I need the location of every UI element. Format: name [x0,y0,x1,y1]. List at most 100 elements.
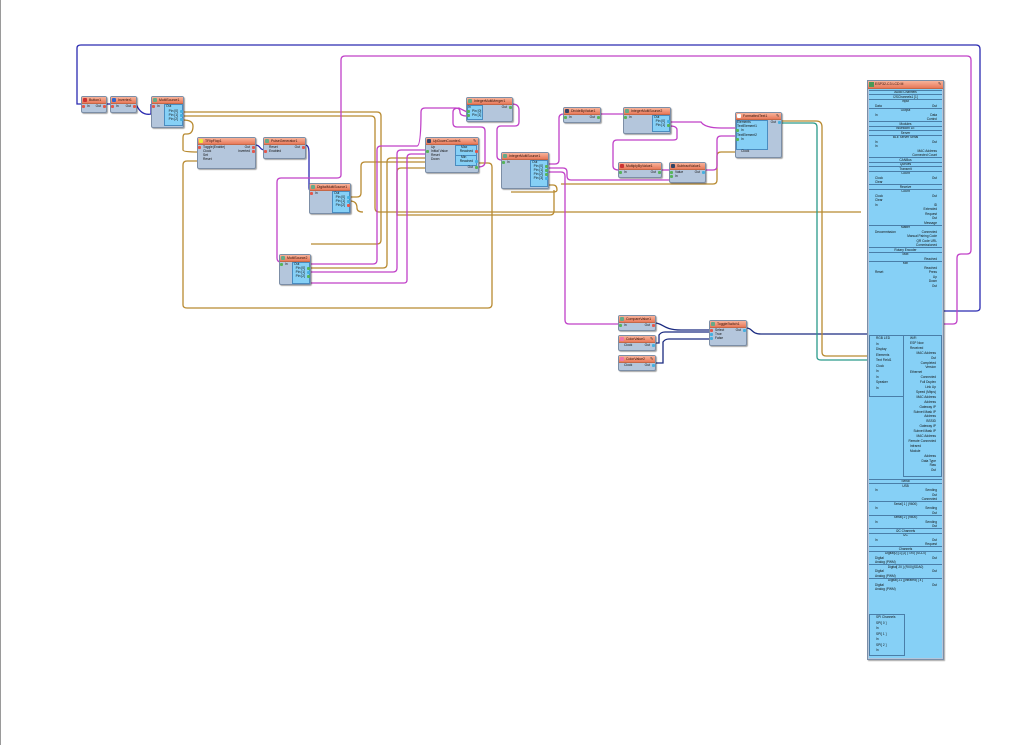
board-module-item[interactable]: Speed (Mbps) [915,389,936,394]
board-module-item[interactable]: Raw [929,463,936,468]
board-module-item[interactable]: Data Type [921,458,936,463]
pin-out-3[interactable]: Pin [3] [534,176,548,180]
compare-value-component[interactable]: CompareValue1 In Out [618,315,656,331]
edit-icon[interactable]: ✎ [650,356,654,361]
board-pin-in[interactable]: Decommission [875,229,896,234]
board-pin-in[interactable]: Analog (PWM) [875,587,896,591]
board-module-item[interactable]: WiFi [910,336,917,340]
pin-reset[interactable]: Reset [264,145,278,149]
pin-in[interactable]: In [280,262,288,266]
board-module-item[interactable]: Infrared [910,443,921,448]
board-module-item[interactable]: Subnet Mask IP [913,429,936,434]
wire-compare-toggle[interactable] [654,322,710,331]
pin-in[interactable]: In [619,170,627,174]
board-pin-out[interactable]: Manual Pairing Code [907,234,937,238]
board-pin-in[interactable]: In [875,506,878,510]
pin-out[interactable]: Out [645,363,655,367]
board-module-item[interactable]: RGB LED [876,336,890,340]
pin-select[interactable]: Select [710,328,724,332]
board-pin-out[interactable]: MAC Address [917,148,938,153]
wire-loop-top[interactable] [76,44,981,312]
board-module-item[interactable]: Address [924,399,936,404]
pin-clock[interactable]: Clock [198,149,211,153]
board-pin-out[interactable]: Connected [921,497,937,501]
board-pin-out[interactable]: Out [931,582,937,587]
edit-icon[interactable]: ✎ [938,81,942,86]
board-pin-out[interactable]: Out [931,175,937,180]
wire-subtract-formatted[interactable] [705,135,736,171]
pin-in-1[interactable]: Pin [1] [467,113,481,117]
board-pin-out[interactable]: Out [931,283,937,288]
component-header[interactable]: TFlipFlop1 [198,138,255,145]
board-pin-out[interactable]: Sending [925,506,937,510]
wire-color2-toggle[interactable] [655,338,710,364]
pin-in[interactable]: In [619,323,627,327]
digital-multisource-component[interactable]: DigitalMultiSource1 In Out Pin [0] Pin [… [309,183,351,214]
pin-in-2[interactable]: In [736,137,744,141]
board-pin-in[interactable]: In [875,139,878,144]
board-spi-item[interactable]: In [876,626,879,630]
component-header[interactable]: SubtractValue1 [670,163,705,170]
board-pin-out[interactable]: Commissioned [915,243,937,247]
color-value2-component[interactable]: ColorValue2✎ Clock Out [618,355,656,371]
pin-reset[interactable]: Reset [426,153,440,157]
pin-out-1[interactable]: Pin [1] [296,270,310,274]
edit-icon[interactable]: ✎ [776,113,780,118]
board-module-item[interactable]: Subnet Mask IP [913,409,936,414]
pin-max-reached[interactable]: Reached [460,149,478,153]
formatted-text-component[interactable]: FormattedText1✎ Elements TextElement1 In… [735,112,782,158]
wire-digitalmulti-0[interactable] [350,161,426,198]
integer-multisource1-component[interactable]: IntegerMultiSource1 In Out Pin [0] Pin [… [501,152,549,189]
board-pin-out[interactable]: Out [931,510,937,515]
pin-out-0[interactable]: Pin [0] [169,109,183,113]
pin-out[interactable]: Out [771,120,781,124]
pin-out-1[interactable]: Pin [1] [169,113,183,117]
board-module-item[interactable]: Out [930,355,936,360]
board-module-item[interactable]: In [876,341,879,346]
board-pin-out[interactable]: Out [931,216,937,220]
pin-in[interactable]: In [564,115,572,119]
pin-out[interactable]: Out [645,323,655,327]
board-pin-out[interactable]: ID [933,202,937,207]
board-pin-in[interactable]: In [875,488,878,492]
board-module-item[interactable]: Module [910,448,921,453]
component-header[interactable]: ToggleSwitch1 [710,321,746,328]
board-module-item[interactable]: Gateway IP [919,424,936,429]
board-module-item[interactable]: Address [924,414,936,419]
wire-toggle-board[interactable] [745,327,869,335]
wire-ms2-1[interactable] [310,157,426,269]
board-pin-in[interactable]: Digital [875,555,884,560]
board-module-item[interactable]: Completed [920,360,936,365]
component-header[interactable]: ColorValue2✎ [619,356,655,363]
board-pin-out[interactable]: Out [931,537,937,542]
pin-inverted[interactable]: Inverted [238,149,255,153]
board-pin-in[interactable]: Analog (PWM) [875,560,896,564]
pin-out-0[interactable]: Pin [0] [656,119,670,123]
board-pin-in[interactable]: In [875,144,878,148]
board-module-item[interactable]: Address [924,453,936,458]
pin-out-1[interactable]: Pin [1] [336,199,350,203]
pin-out[interactable]: Out [245,145,255,149]
component-header[interactable]: CompareValue1 [619,316,655,323]
pin-in[interactable]: In [310,191,318,195]
board-pin-in[interactable]: In [875,537,878,542]
text-element-2[interactable]: TextElement2 [736,133,757,137]
board-module-item[interactable]: Gateway IP [919,404,936,409]
pin-out[interactable]: Out [695,170,705,174]
pin-initial-value[interactable]: Initial Value [426,149,448,153]
flipflop-component[interactable]: TFlipFlop1 Toggle(Enable) Clock Set Rese… [197,137,256,169]
wire-ms1-2[interactable] [182,119,199,153]
pin-out-0[interactable]: Pin [0] [534,164,548,168]
component-header[interactable]: MultiSource1 [152,97,183,104]
board-pin-out[interactable]: Message [924,220,937,225]
inverter-component[interactable]: Inverter1 In Out [110,96,137,113]
component-header[interactable]: IntegerMultiMerger1 [467,98,512,105]
component-header[interactable]: Button1 [82,97,106,104]
board-module-item[interactable]: In [876,369,879,373]
wire-ms1-0[interactable] [183,111,382,245]
board-spi-item[interactable]: SPI[ 2 ] [876,642,887,647]
pin-out[interactable]: Out [645,343,655,347]
edit-icon[interactable]: ✎ [473,138,477,143]
